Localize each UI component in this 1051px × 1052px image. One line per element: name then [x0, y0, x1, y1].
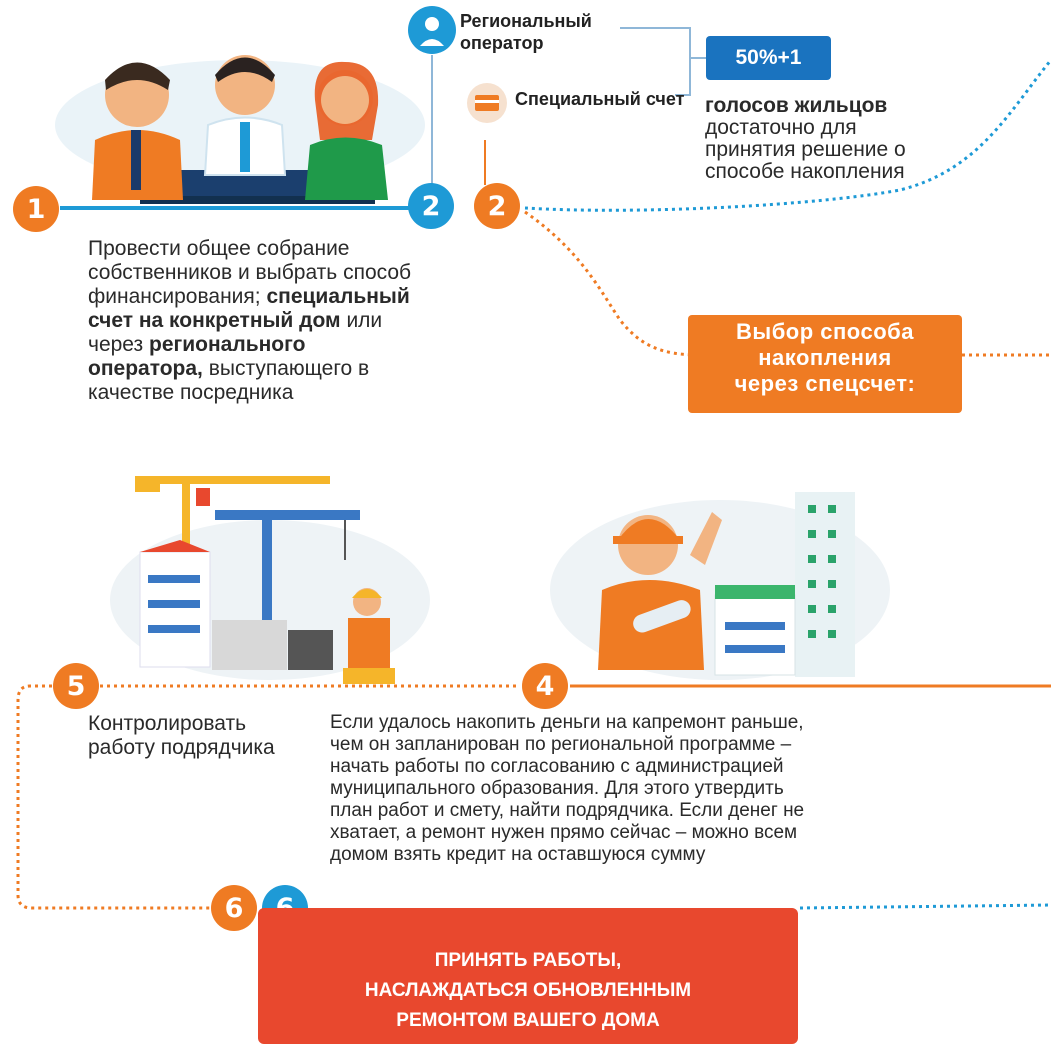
- step5-description: Контролировать работу подрядчика: [88, 712, 275, 759]
- regional-operator-label: Региональный оператор: [460, 11, 592, 53]
- step1-text-suffix: выступающего в качестве посредника: [88, 357, 370, 404]
- step1-bold-special-account: специальный счет на конкретный дом: [88, 285, 410, 332]
- step-number-5: 5: [53, 663, 99, 709]
- step-number-2-orange: 2: [474, 183, 520, 229]
- callout-line-1: Выбор способа: [736, 319, 914, 344]
- votes-badge: 50%+1: [706, 36, 831, 80]
- final-line-2: НАСЛАЖДАТЬСЯ ОБНОВЛЕННЫМ: [364, 980, 692, 1001]
- step1-description: Провести общее собрание собственников и …: [88, 237, 418, 405]
- step-number-6-orange: 6: [211, 885, 257, 931]
- votes-text: достаточно для принятия решение о способ…: [705, 116, 906, 183]
- step1-text-prefix: Провести общее собрание собственников и …: [88, 237, 412, 308]
- accumulation-method-callout: Выбор способа накопления через спецсчет:: [688, 315, 962, 413]
- final-line-3: РЕМОНТОМ ВАШЕГО ДОМА: [396, 1010, 660, 1031]
- final-line-1: ПРИНЯТЬ РАБОТЫ,: [434, 950, 622, 971]
- callout-line-3: через спецсчет:: [734, 371, 916, 396]
- callout-line-2: накопления: [758, 345, 892, 370]
- step-number-2-blue: 2: [408, 183, 454, 229]
- step-number-4: 4: [522, 663, 568, 709]
- step-number-1: 1: [13, 186, 59, 232]
- step4-description: Если удалось накопить деньги на капремон…: [330, 712, 805, 865]
- votes-description: голосов жильцов достаточно для принятия …: [705, 95, 940, 183]
- step1-text-mid: или через: [88, 309, 383, 356]
- step1-bold-regional-operator: регионального оператора,: [88, 333, 306, 380]
- special-account-label: Специальный счет: [515, 89, 685, 109]
- votes-bold: голосов жильцов: [705, 94, 888, 117]
- final-step-banner: ПРИНЯТЬ РАБОТЫ, НАСЛАЖДАТЬСЯ ОБНОВЛЕННЫМ…: [258, 908, 798, 1044]
